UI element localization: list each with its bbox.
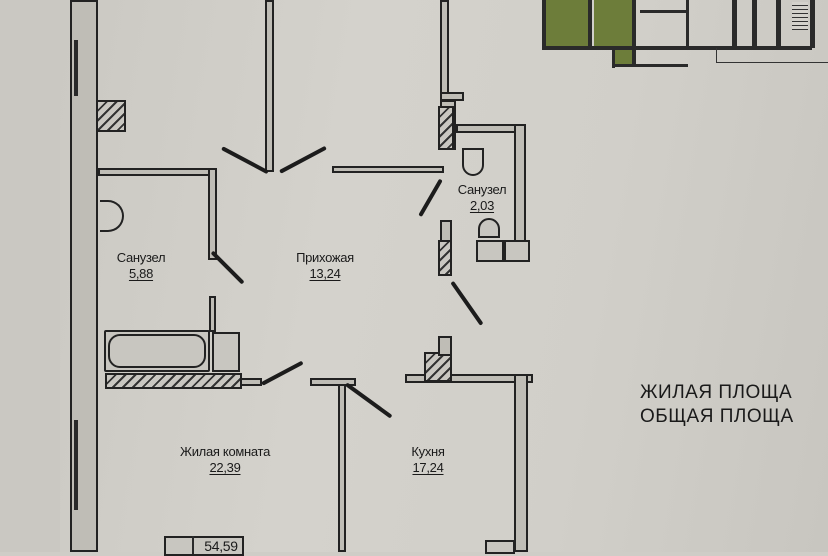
bath2-cabinet-1 [476,240,504,262]
room-area: 22,39 [209,460,241,475]
room-area: 13,24 [309,266,341,281]
room-area: 2,03 [469,198,495,213]
window-frame [74,420,78,510]
key-plan-wall [632,0,636,66]
key-plan-wall [810,0,815,48]
key-plan-wall [686,0,689,50]
key-plan-wall [542,46,812,50]
kitchen-top-wall [405,374,533,383]
room-bathroom-large: Санузел 5,88 [100,250,182,282]
key-plan-wall [588,0,592,48]
room-name: Кухня [411,444,445,459]
living-top-wall-stub [240,378,262,386]
living-area-caption: ЖИЛАЯ ПЛОЩА [640,382,793,403]
key-plan-highlight-3 [612,50,634,66]
partition-living-kitchen [338,382,346,552]
room-hallway: Прихожая 13,24 [280,250,370,282]
total-area-caption: ОБЩАЯ ПЛОЩА [640,406,794,427]
key-plan-wall [542,0,546,50]
key-plan-outline [716,48,828,63]
bath1-top-wall [98,168,216,176]
key-plan-wall [640,10,686,13]
bath1-bottom-wall [105,373,242,389]
key-plan-wall [612,48,615,68]
bath1-right-wall-lower [209,296,216,332]
key-plan-wall [612,64,688,67]
total-area-value: 54,59 [204,538,238,554]
ventilation-shaft [96,100,126,132]
bath2-left-lower-hatch [438,240,452,276]
key-plan [540,0,828,70]
bath1-right-wall [208,168,217,260]
room-name: Прихожая [296,250,354,265]
window-frame [74,40,78,96]
partition-top-cap [310,378,356,386]
bath2-sink [478,218,500,238]
key-plan-highlight-2 [594,0,632,46]
key-plan-stairs [792,2,808,30]
kitchen-corner-column [424,352,452,382]
key-plan-wall [732,0,737,48]
bath1-cabinet [212,332,240,372]
room-name: Жилая комната [180,444,270,459]
toilet [462,148,484,176]
left-margin [0,0,60,552]
key-plan-wall [752,0,757,48]
corridor-top-wall [332,166,444,173]
key-plan-wall [776,0,781,48]
bath2-cabinet-2 [504,240,530,262]
room-name: Санузел [116,250,166,265]
wall-right-upper [440,0,449,100]
room-living: Жилая комната 22,39 [160,444,290,476]
partition-upper [265,0,274,172]
bath1-sink [100,200,124,232]
kitchen-right-wall [514,374,528,552]
key-plan-highlight-1 [544,0,588,46]
room-area: 5,88 [128,266,154,281]
area-summary-divider [192,536,194,554]
room-name: Санузел [457,182,507,197]
room-kitchen: Кухня 17,24 [398,444,458,476]
room-bathroom-small: Санузел 2,03 [450,182,514,214]
kitchen-column-upper [438,336,452,356]
bathtub-inner [108,334,206,368]
bath2-left-hatch [438,106,454,150]
room-area: 17,24 [412,460,444,475]
